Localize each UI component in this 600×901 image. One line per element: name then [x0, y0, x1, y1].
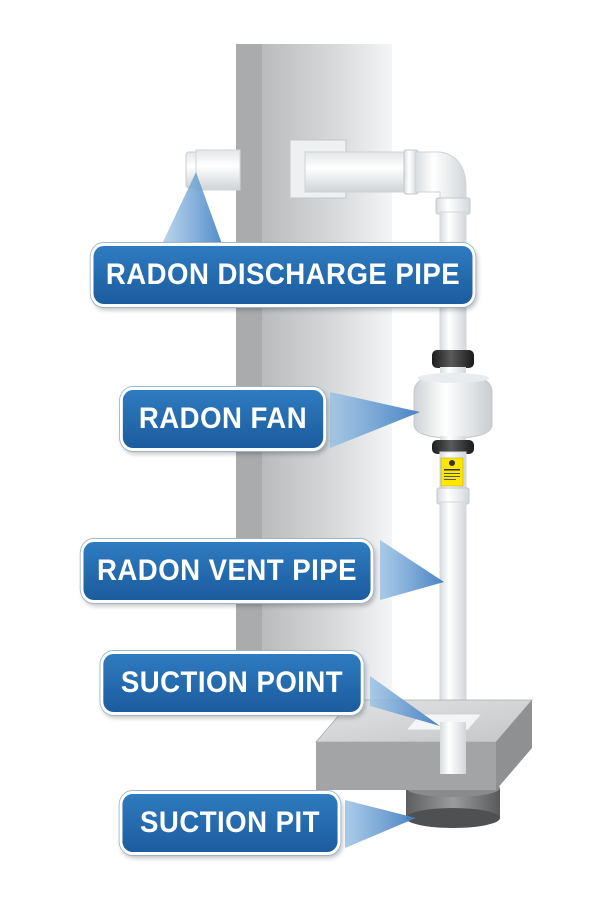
discharge-pipe [185, 139, 471, 215]
discharge-pipe-pointer [162, 172, 222, 244]
vent-pipe-pointer [380, 540, 444, 600]
suction-pit-pointer [345, 800, 416, 848]
label-radon-fan: RADON FAN [119, 387, 327, 451]
label-text: RADON DISCHARGE PIPE [105, 258, 461, 291]
label-text: SUCTION POINT [120, 666, 344, 699]
label-text: SUCTION PIT [140, 806, 320, 839]
suction-point-pointer [370, 676, 440, 726]
label-suction-point: SUCTION POINT [100, 651, 364, 715]
label-radon-discharge-pipe: RADON DISCHARGE PIPE [90, 243, 476, 307]
vent-pipe-lower [436, 451, 470, 729]
label-text: RADON VENT PIPE [97, 554, 357, 587]
label-suction-pit: SUCTION PIT [119, 791, 341, 855]
warning-sticker-icon [440, 457, 464, 487]
label-text: RADON FAN [138, 402, 308, 435]
radon-fan-pointer [330, 392, 420, 448]
callout-pointers [162, 172, 444, 848]
concrete-slab [315, 699, 533, 790]
label-radon-vent-pipe: RADON VENT PIPE [80, 539, 374, 603]
radon-fan [413, 350, 493, 454]
